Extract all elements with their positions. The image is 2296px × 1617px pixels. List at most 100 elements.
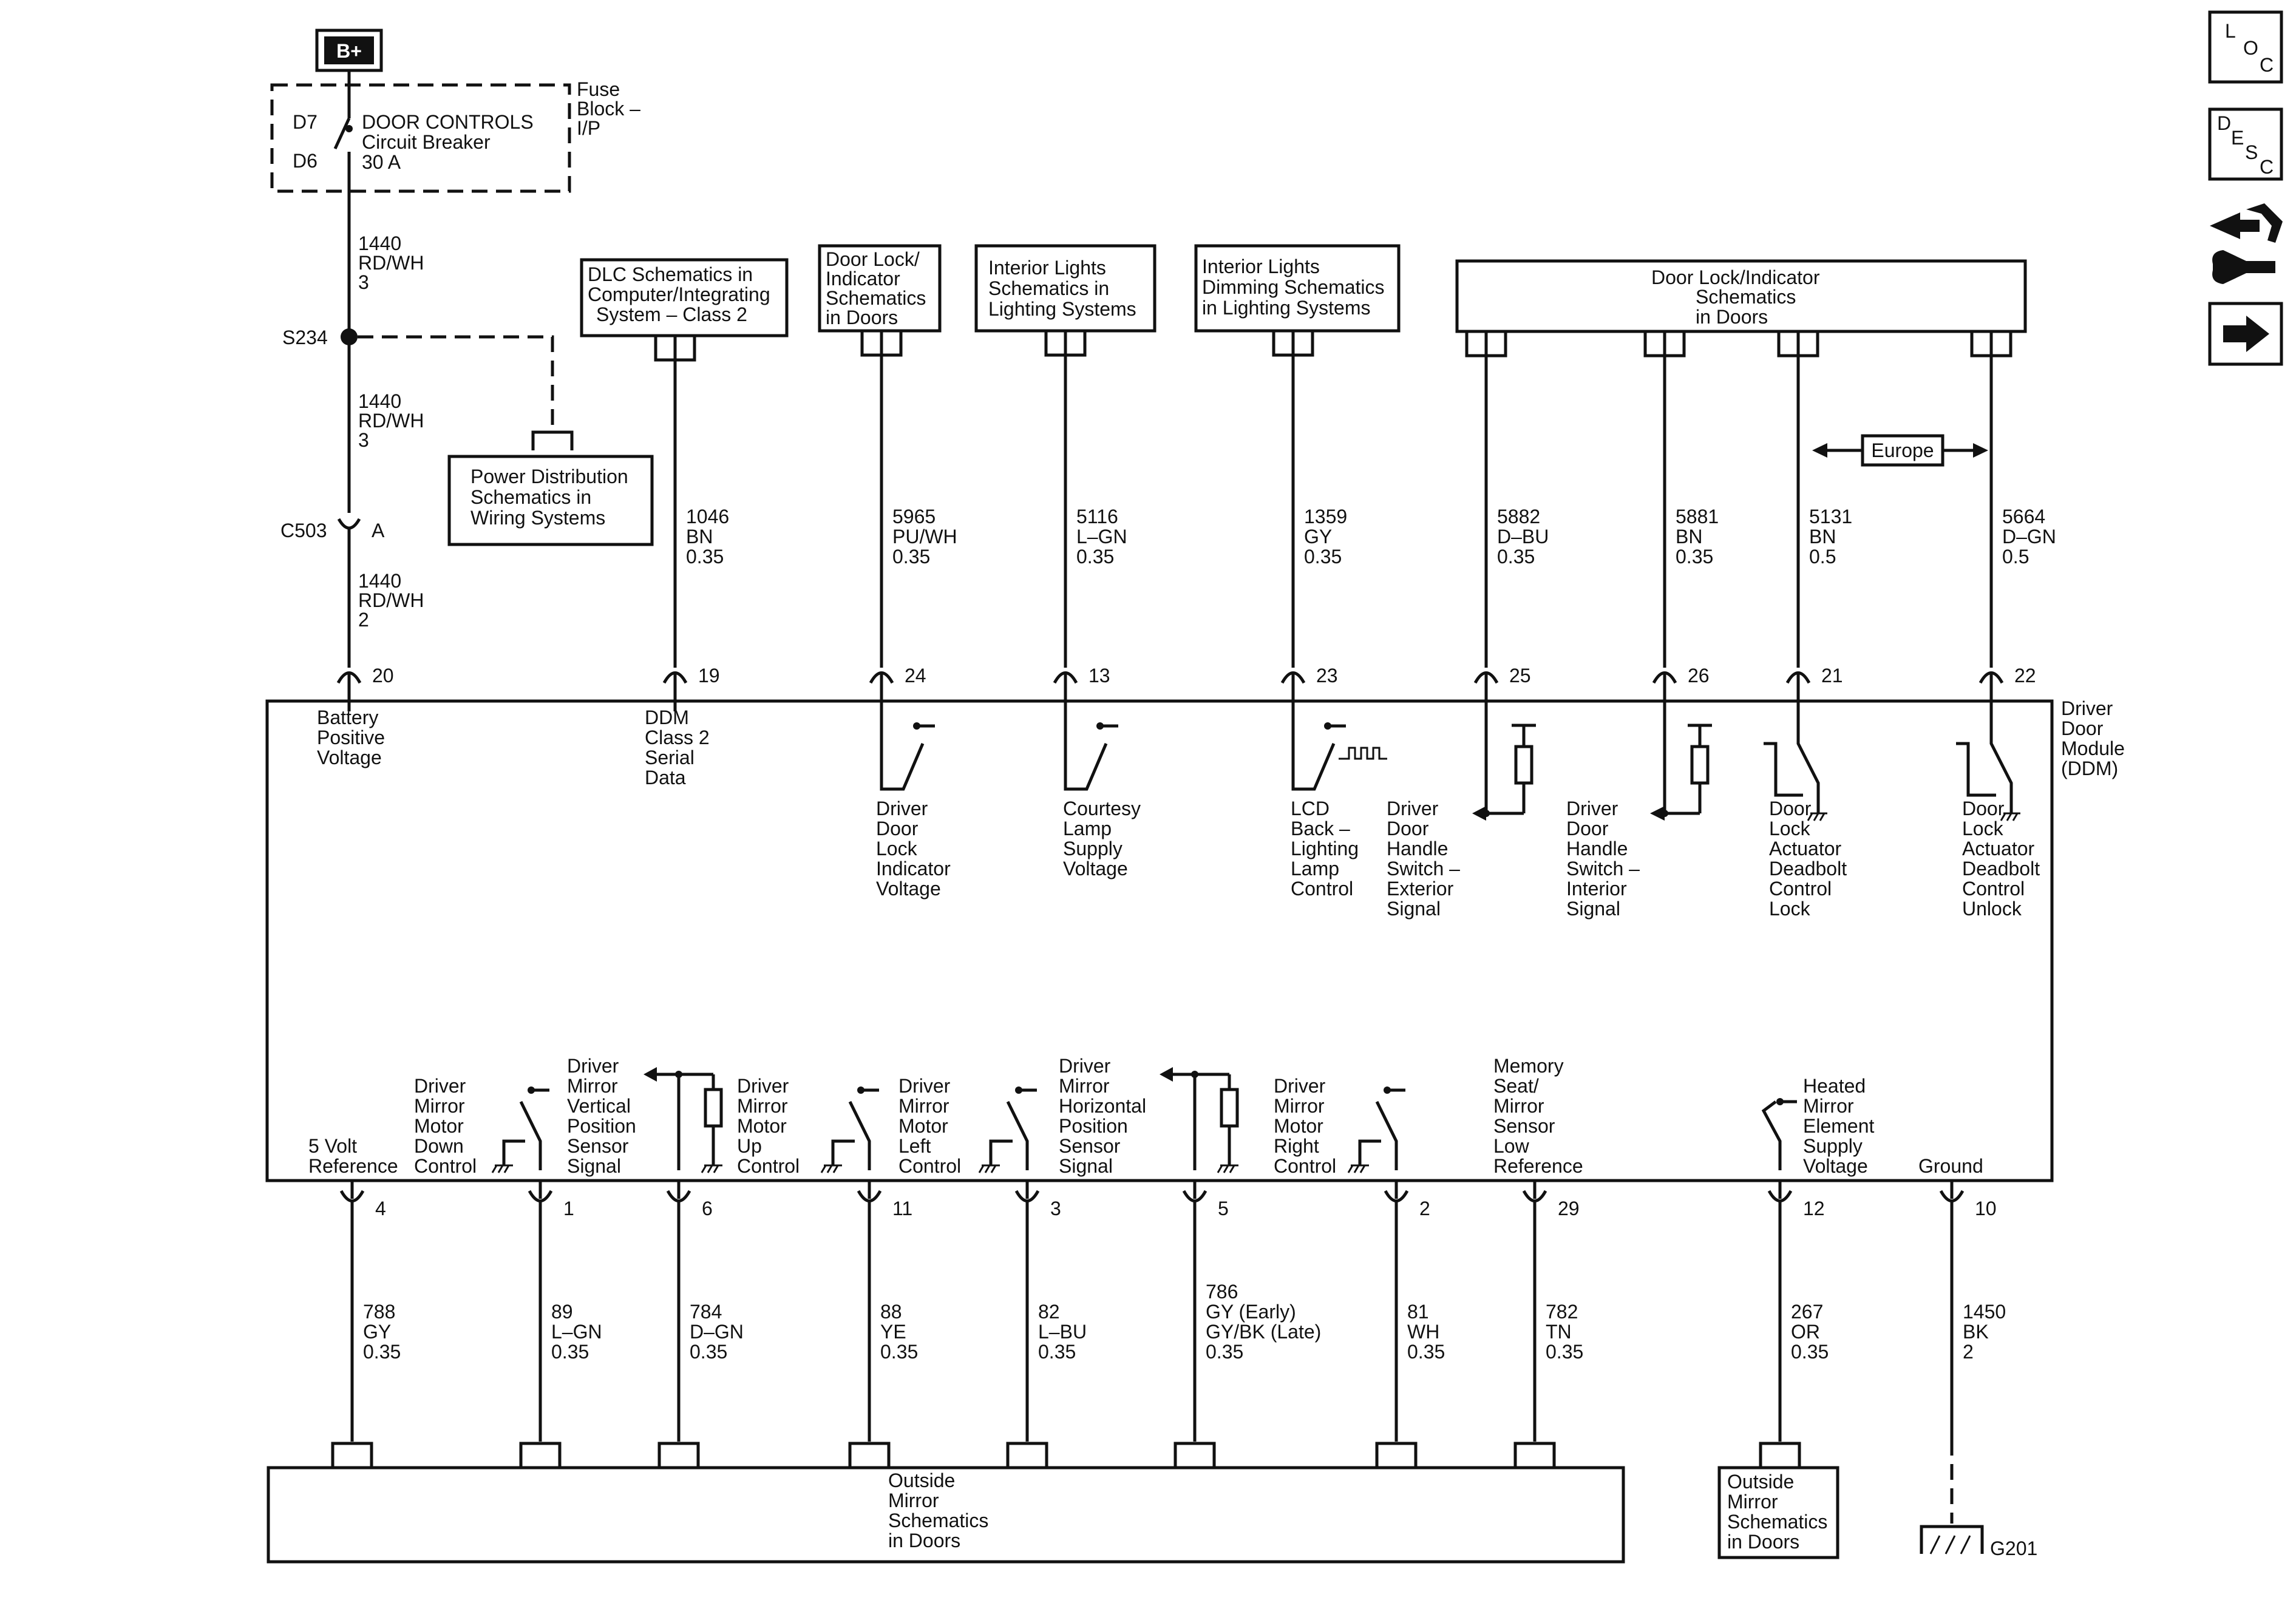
signal-label: DDM	[645, 707, 689, 728]
signal-label: Door	[1387, 818, 1429, 839]
pin-connector	[1522, 1190, 1547, 1202]
signal-label: Motor	[737, 1115, 787, 1137]
location-icon-l: L	[2225, 20, 2236, 42]
module-outline	[265, 699, 2054, 1182]
pin-connector	[1939, 1190, 1965, 1202]
wire-label: 0.35	[686, 546, 724, 568]
internal-symbols-top	[880, 711, 2020, 821]
signal-label: Voltage	[1803, 1155, 1868, 1177]
outside-mirror-line-2: Mirror	[888, 1490, 939, 1511]
bottom-reference-boxes: Outside Mirror Schematics in Doors Outsi…	[267, 1440, 2037, 1564]
bottom-pin-29: 29782TN0.35MemorySeat/MirrorSensorLowRef…	[1493, 1055, 1583, 1468]
pin-number: 2	[1419, 1198, 1430, 1219]
breaker-label-2: Circuit Breaker	[362, 131, 491, 153]
fuse-block-label-1: Fuse	[577, 78, 620, 100]
power-distribution-box	[447, 455, 654, 546]
signal-label: Mirror	[414, 1095, 465, 1117]
signal-label: Mirror	[898, 1095, 949, 1117]
ground-label: G201	[1990, 1537, 2037, 1559]
signal-label: Deadbolt	[1962, 858, 2040, 880]
door-lock-wide-line-1: Door Lock/Indicator	[1651, 266, 1820, 288]
wire-label: 82	[1038, 1301, 1060, 1323]
top-pin-22: 5664D–GN0.522DoorLockActuatorDeadboltCon…	[1962, 331, 2056, 920]
signal-label: Voltage	[317, 747, 382, 768]
signal-label: Motor	[1274, 1115, 1323, 1137]
pin-connector	[528, 1190, 553, 1202]
location-icon[interactable]: L O C	[2208, 10, 2283, 84]
signal-label: Motor	[414, 1115, 464, 1137]
signal-label: Position	[567, 1115, 636, 1137]
splice-label: S234	[282, 327, 328, 348]
signal-label: Sensor	[1059, 1135, 1121, 1157]
wire-label: 782	[1546, 1301, 1578, 1323]
ground-icon	[978, 1164, 1000, 1173]
signal-label: Low	[1493, 1135, 1530, 1157]
motor-control-switch-icon	[848, 1100, 871, 1170]
signal-label: Switch –	[1387, 858, 1460, 880]
outside-mirror-line-4: in Doors	[888, 1530, 960, 1551]
door-lock-wide-line-2: Schematics	[1696, 286, 1796, 308]
feed-wire-1-size: 3	[358, 271, 369, 293]
signal-label: Control	[414, 1155, 477, 1177]
module-label-1: Driver	[2061, 697, 2113, 719]
dlc-box-line-3: System – Class 2	[596, 303, 747, 325]
signal-label: Indicator	[876, 858, 951, 880]
signal-label: Lock	[1769, 818, 1811, 839]
pin-number: 1	[563, 1198, 574, 1219]
wire-label: 81	[1407, 1301, 1429, 1323]
repair-icon[interactable]	[2210, 203, 2283, 284]
signal-label: Heated	[1803, 1075, 1866, 1097]
signal-label: Mirror	[1803, 1095, 1854, 1117]
wire-label: D–GN	[690, 1321, 744, 1343]
switch-icon	[1064, 711, 1108, 791]
signal-label: Mirror	[1274, 1095, 1325, 1117]
signal-label: Supply	[1803, 1135, 1863, 1157]
feed-wire-3-size: 2	[358, 609, 369, 631]
signal-label: Lock	[876, 838, 918, 859]
relay-switch-icon	[1989, 711, 2013, 813]
signal-label: Data	[645, 767, 686, 788]
description-icon[interactable]: D E S C	[2208, 107, 2283, 181]
module-label-2: Door	[2061, 717, 2104, 739]
signal-label: Driver	[898, 1075, 951, 1097]
signal-label: Deadbolt	[1769, 858, 1847, 880]
description-icon-e: E	[2231, 127, 2244, 149]
wire-label: 0.35	[880, 1341, 918, 1363]
signal-label: Door	[1769, 798, 1812, 819]
driver-door-module: Driver Door Module (DDM)	[265, 697, 2125, 1182]
wire-label: 0.35	[1304, 546, 1342, 568]
signal-label: Position	[1059, 1115, 1128, 1137]
signal-label: Control	[1962, 878, 2025, 900]
heater-switch-icon	[1761, 1100, 1782, 1170]
signal-label: Seat/	[1493, 1075, 1539, 1097]
pin-connector	[1767, 1190, 1793, 1202]
signal-label: Reference	[1493, 1155, 1583, 1177]
signal-label: Door	[1962, 798, 2005, 819]
pwm-switch-icon	[1291, 711, 1336, 791]
wire-label: 5664	[2002, 506, 2045, 527]
pin-number: 23	[1316, 665, 1338, 686]
pin-number: 19	[698, 665, 720, 686]
signal-label: Driver	[1387, 798, 1439, 819]
pin-connector	[857, 1190, 882, 1202]
breaker-label-1: DOOR CONTROLS	[362, 111, 534, 133]
door-lock-box-line-2: Indicator	[826, 268, 900, 290]
door-lock-box-line-3: Schematics	[826, 287, 926, 309]
navigation-icons[interactable]: L O C D E S C	[2208, 10, 2283, 366]
wire-label: 0.35	[1206, 1341, 1243, 1363]
signal-label: Horizontal	[1059, 1095, 1146, 1117]
pwm-waveform-icon	[1339, 747, 1387, 760]
wire-label: D–GN	[2002, 526, 2056, 547]
feed-wire-1-color: RD/WH	[358, 252, 424, 274]
signal-label: Driver	[414, 1075, 466, 1097]
power-distribution-line-3: Wiring Systems	[470, 507, 605, 529]
outside-mirror-line-3: Schematics	[888, 1510, 988, 1531]
next-arrow-icon[interactable]	[2208, 302, 2283, 366]
pin-number: 10	[1975, 1198, 1997, 1219]
signal-label: Courtesy	[1063, 798, 1141, 819]
